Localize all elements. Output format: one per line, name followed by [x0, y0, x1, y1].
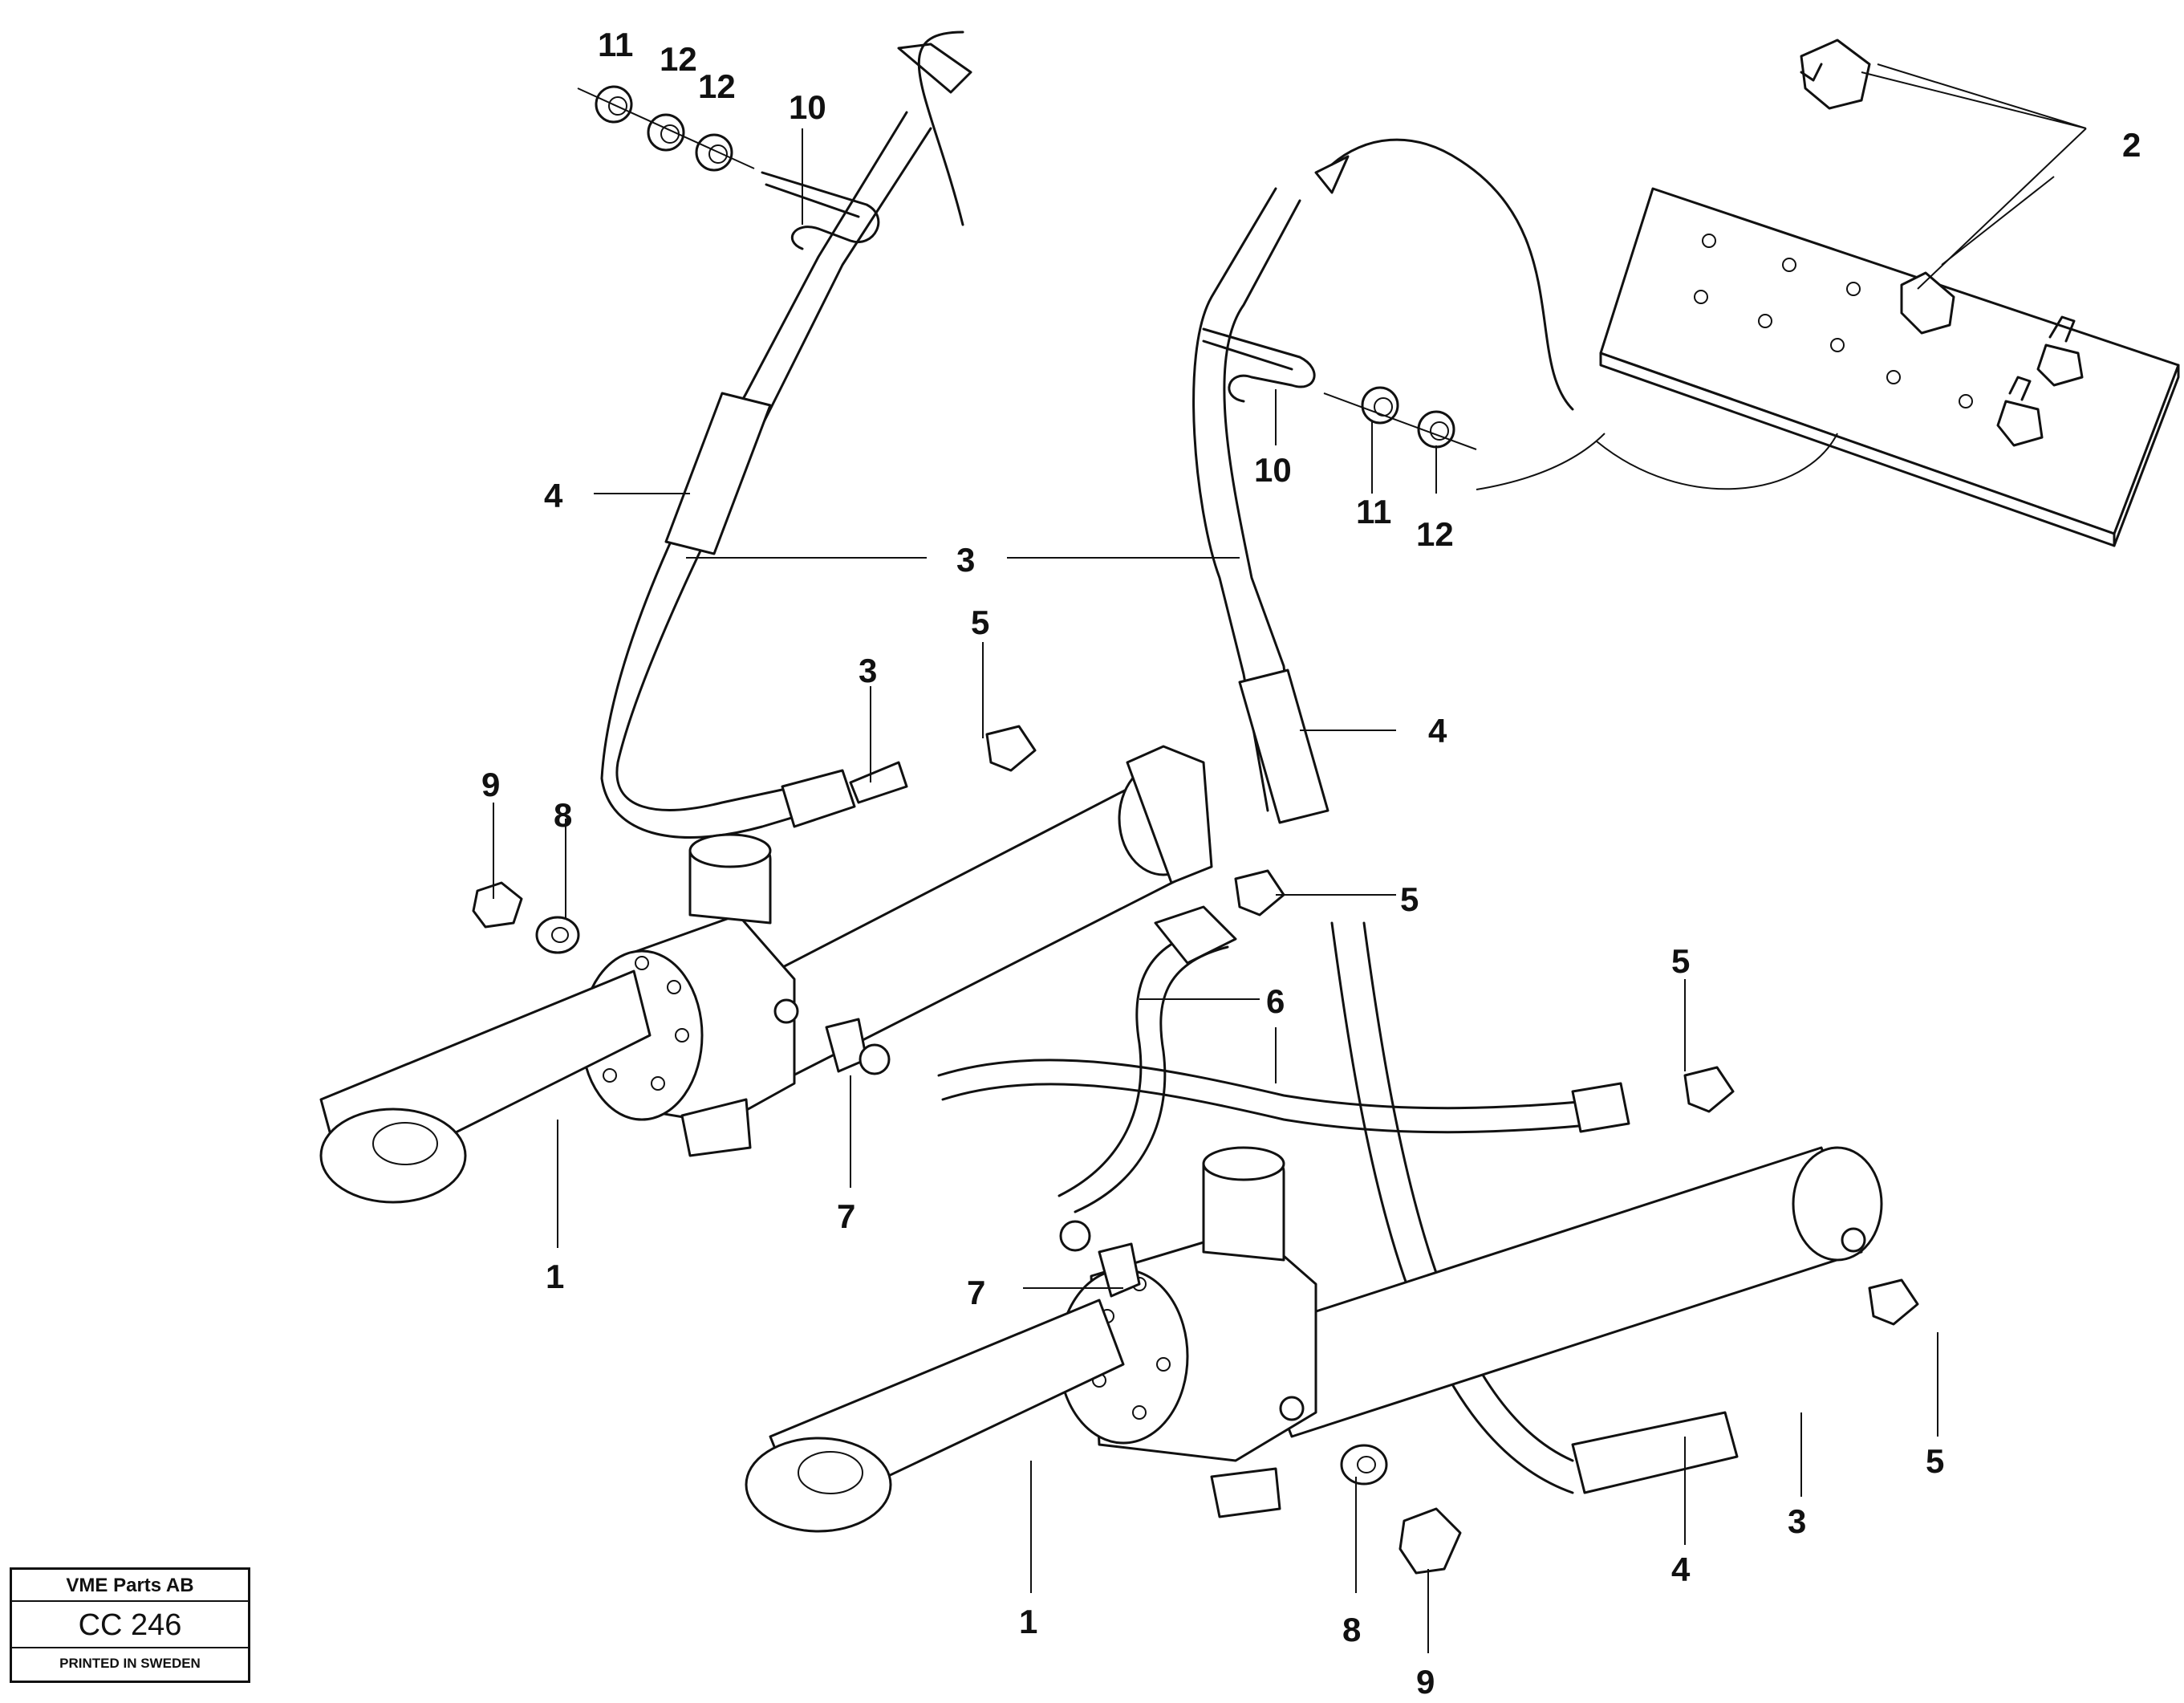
fitting-7-a [825, 1018, 891, 1075]
callout-3-upper: 3 [956, 541, 975, 579]
hose-assembly-right [1192, 138, 1739, 1494]
callout-12-right: 12 [1416, 515, 1454, 553]
callout-6: 6 [1266, 982, 1285, 1020]
fitting-5-b [1234, 869, 1285, 917]
callout-9-right: 9 [1416, 1663, 1435, 1701]
callout-2: 2 [2122, 126, 2141, 164]
callout-8-right: 8 [1342, 1611, 1361, 1648]
title-block: VME Parts AB CC 246 PRINTED IN SWEDEN [10, 1567, 250, 1683]
plug-9-right [1398, 1507, 1462, 1575]
callout-12-left-a: 12 [660, 40, 697, 78]
callout-10-left: 10 [789, 88, 826, 126]
callout-3-mid: 3 [859, 652, 877, 689]
elbow-fitting-2-lower [1900, 271, 1955, 335]
callout-7-right: 7 [967, 1274, 985, 1311]
callout-3-lower: 3 [1788, 1502, 1806, 1540]
callout-5-right: 5 [1671, 942, 1690, 980]
hydraulic-cylinder-left [319, 745, 1213, 1204]
callout-labels: 11 12 12 10 2 4 3 10 11 12 3 5 4 9 8 5 5… [481, 26, 2141, 1701]
fitting-7-b [1059, 1220, 1141, 1298]
callout-4-right: 4 [1428, 712, 1447, 750]
spacer-12-left-b [695, 133, 733, 172]
hose-assembly-left [600, 30, 972, 839]
callout-12-left-b: 12 [698, 67, 736, 105]
callout-1-right: 1 [1019, 1603, 1037, 1640]
callout-7-left: 7 [837, 1197, 855, 1235]
company-name: VME Parts AB [12, 1570, 248, 1602]
callout-11-right: 11 [1356, 493, 1391, 530]
elbow-fitting-2-upper [1800, 39, 1871, 110]
callout-11-left: 11 [598, 26, 633, 63]
washer-8-right [1340, 1444, 1388, 1486]
callout-8-left: 8 [554, 796, 572, 834]
plug-9-left [472, 881, 523, 929]
callout-5-top: 5 [971, 604, 989, 641]
callout-4-upper-left: 4 [544, 477, 563, 514]
diagram-code: CC 246 [12, 1602, 248, 1648]
leader-lines [493, 63, 2087, 1653]
valve-block [1599, 187, 2180, 547]
spacer-12-left-a [647, 113, 685, 152]
fitting-5-a [985, 725, 1037, 772]
washer-8-left [535, 916, 580, 954]
fitting-5-d [1868, 1278, 1919, 1326]
callout-4-lower: 4 [1671, 1551, 1691, 1588]
clamp-10-left [761, 171, 880, 250]
printed-note: PRINTED IN SWEDEN [59, 1656, 201, 1671]
callout-5-lower: 5 [1926, 1442, 1944, 1480]
pipe-6 [937, 905, 1630, 1213]
clamp-10-right [1202, 327, 1316, 403]
callout-1-left: 1 [546, 1258, 564, 1295]
callout-5-mid: 5 [1400, 880, 1419, 918]
hydraulic-cylinder-right [745, 1146, 1883, 1533]
fitting-5-c [1683, 1066, 1735, 1113]
callout-9-left: 9 [481, 766, 500, 803]
callout-10-right: 10 [1254, 451, 1292, 489]
